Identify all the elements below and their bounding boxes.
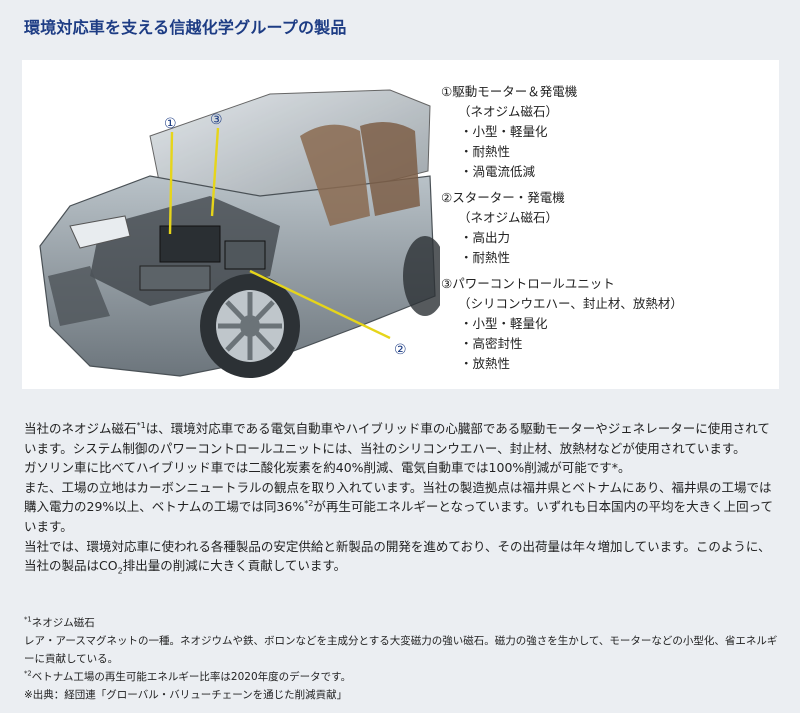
- product-3: ③パワーコントロールユニット （シリコンウエハー、封止材、放熱材） ・小型・軽量…: [441, 274, 771, 374]
- callout-2: ②: [394, 342, 407, 358]
- footnote-1-text: レア・アースマグネットの一種。ネオジウムや鉄、ボロンなどを主成分とする大変磁力の…: [24, 635, 778, 665]
- product-panel: ① ③ ② ①駆動モーター＆発電機 （ネオジム磁石） ・小型・軽量化 ・耐熱性 …: [22, 60, 779, 389]
- product-1: ①駆動モーター＆発電機 （ネオジム磁石） ・小型・軽量化 ・耐熱性 ・渦電流低減: [441, 82, 771, 182]
- footnotes: *1ネオジム磁石 レア・アースマグネットの一種。ネオジウムや鉄、ボロンなどを主成…: [24, 614, 780, 704]
- callout-1: ①: [164, 116, 177, 132]
- product-feature: ・渦電流低減: [460, 164, 536, 179]
- product-material: （ネオジム磁石）: [458, 104, 559, 119]
- footnote-mark: *2: [24, 669, 32, 678]
- body-text-span: 当社のネオジム磁石: [24, 421, 137, 436]
- footnote-text: ベトナム工場の再生可能エネルギー比率は2020年度のデータです。: [31, 671, 352, 683]
- body-paragraph-1: 当社のネオジム磁石*1は、環境対応車である電気自動車やハイブリッド車の心臓部であ…: [24, 419, 780, 458]
- body-paragraph-3: また、工場の立地はカーボンニュートラルの観点を取り入れています。当社の製造拠点は…: [24, 478, 780, 537]
- body-text-span: が再生可能エネルギーとなっています。いずれも日本国内の平均を大きく上回っています…: [24, 499, 774, 534]
- product-head: ②スターター・発電機: [441, 190, 565, 205]
- callout-3: ③: [210, 112, 223, 128]
- product-feature: ・耐熱性: [460, 144, 511, 159]
- product-head: ①駆動モーター＆発電機: [441, 84, 578, 99]
- footnote-ref: *2: [304, 498, 314, 509]
- product-head: ③パワーコントロールユニット: [441, 276, 615, 291]
- body-text-span: は、環境対応車である電気自動車やハイブリッド車の心臓部である駆動モーターやジェネ…: [24, 421, 770, 456]
- car-cutaway-illustration: ① ③ ②: [39, 89, 440, 378]
- footnote-title: ネオジム磁石: [31, 617, 95, 629]
- product-2: ②スターター・発電機 （ネオジム磁石） ・高出力 ・耐熱性: [441, 188, 771, 268]
- footnote-1-title: *1ネオジム磁石: [24, 614, 780, 632]
- body-text-span: また、工場の立地はカーボンニュートラルの観点を取り入れています。当社の製造拠点は…: [24, 479, 772, 515]
- subscript: 2: [117, 565, 123, 576]
- product-feature: ・高密封性: [460, 336, 523, 351]
- body-paragraph-4: 当社では、環境対応車に使われる各種製品の安定供給と新製品の開発を進めており、その…: [24, 537, 780, 576]
- footnote-ref: *1: [136, 419, 146, 430]
- product-feature: ・放熱性: [460, 356, 511, 371]
- product-feature: ・小型・軽量化: [460, 124, 548, 139]
- source-note: ※出典：経団連「グローバル・バリューチェーンを通じた削減貢献」: [24, 689, 348, 701]
- product-material: （シリコンウエハー、封止材、放熱材）: [458, 296, 683, 311]
- body-text-span: 当社では、環境対応車に使われる各種製品の安定供給と新製品の開発を進めており、その…: [24, 538, 771, 574]
- body-text: 当社のネオジム磁石*1は、環境対応車である電気自動車やハイブリッド車の心臓部であ…: [24, 419, 780, 576]
- product-spec-list: ①駆動モーター＆発電機 （ネオジム磁石） ・小型・軽量化 ・耐熱性 ・渦電流低減…: [441, 82, 771, 380]
- product-feature: ・高出力: [460, 230, 511, 245]
- product-feature: ・小型・軽量化: [460, 316, 548, 331]
- footnote-mark: *1: [24, 615, 32, 624]
- body-paragraph-2: ガソリン車に比べてハイブリッド車では二酸化炭素を約40%削減、電気自動車では10…: [24, 460, 631, 476]
- product-feature: ・耐熱性: [460, 250, 511, 265]
- footnote-2: *2ベトナム工場の再生可能エネルギー比率は2020年度のデータです。: [24, 668, 780, 686]
- product-material: （ネオジム磁石）: [458, 210, 559, 225]
- page-title: 環境対応車を支える信越化学グループの製品: [24, 18, 347, 37]
- body-text-span: 排出量の削減に大きく貢献しています。: [122, 558, 347, 574]
